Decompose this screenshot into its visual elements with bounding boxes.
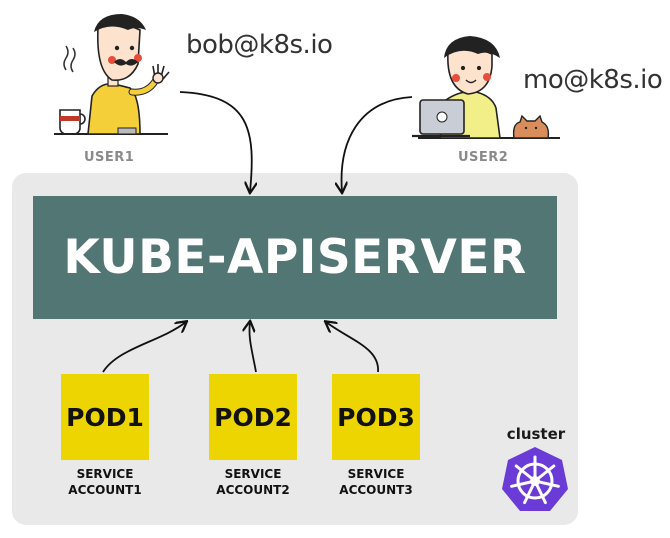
kubernetes-logo-icon	[502, 447, 568, 511]
sa3-line1: SERVICE	[347, 467, 405, 481]
arrow-user1-to-apiserver	[179, 91, 252, 192]
sa2-line1: SERVICE	[224, 467, 282, 481]
pod2-label: POD2	[214, 402, 292, 432]
service-account2-label: SERVICE ACCOUNT2	[193, 466, 313, 498]
user2-illustration-icon	[412, 36, 560, 139]
arrow-user2-to-apiserver	[342, 96, 413, 192]
pod2-box: POD2	[209, 374, 297, 460]
user1-illustration-icon	[54, 14, 170, 135]
user2-label: USER2	[458, 150, 509, 165]
sa1-line1: SERVICE	[76, 467, 134, 481]
arrow-pod2-to-apiserver	[249, 322, 257, 373]
arrow-pod3-to-apiserver	[326, 322, 379, 373]
user1-label: USER1	[84, 150, 135, 165]
service-account3-label: SERVICE ACCOUNT3	[316, 466, 436, 498]
user1-email: bob@k8s.io	[186, 30, 333, 60]
sa1-line2: ACCOUNT1	[68, 483, 142, 497]
pod1-label: POD1	[66, 402, 144, 432]
user2-email: mo@k8s.io	[523, 65, 663, 95]
pod1-box: POD1	[61, 374, 149, 460]
cluster-label: cluster	[506, 425, 566, 443]
arrow-pod1-to-apiserver	[102, 322, 186, 373]
pod3-label: POD3	[337, 402, 415, 432]
kube-apiserver-box: KUBE-APISERVER	[33, 196, 557, 319]
service-account1-label: SERVICE ACCOUNT1	[45, 466, 165, 498]
sa3-line2: ACCOUNT3	[339, 483, 413, 497]
sa2-line2: ACCOUNT2	[216, 483, 290, 497]
pod3-box: POD3	[332, 374, 420, 460]
kube-apiserver-label: KUBE-APISERVER	[63, 230, 527, 285]
